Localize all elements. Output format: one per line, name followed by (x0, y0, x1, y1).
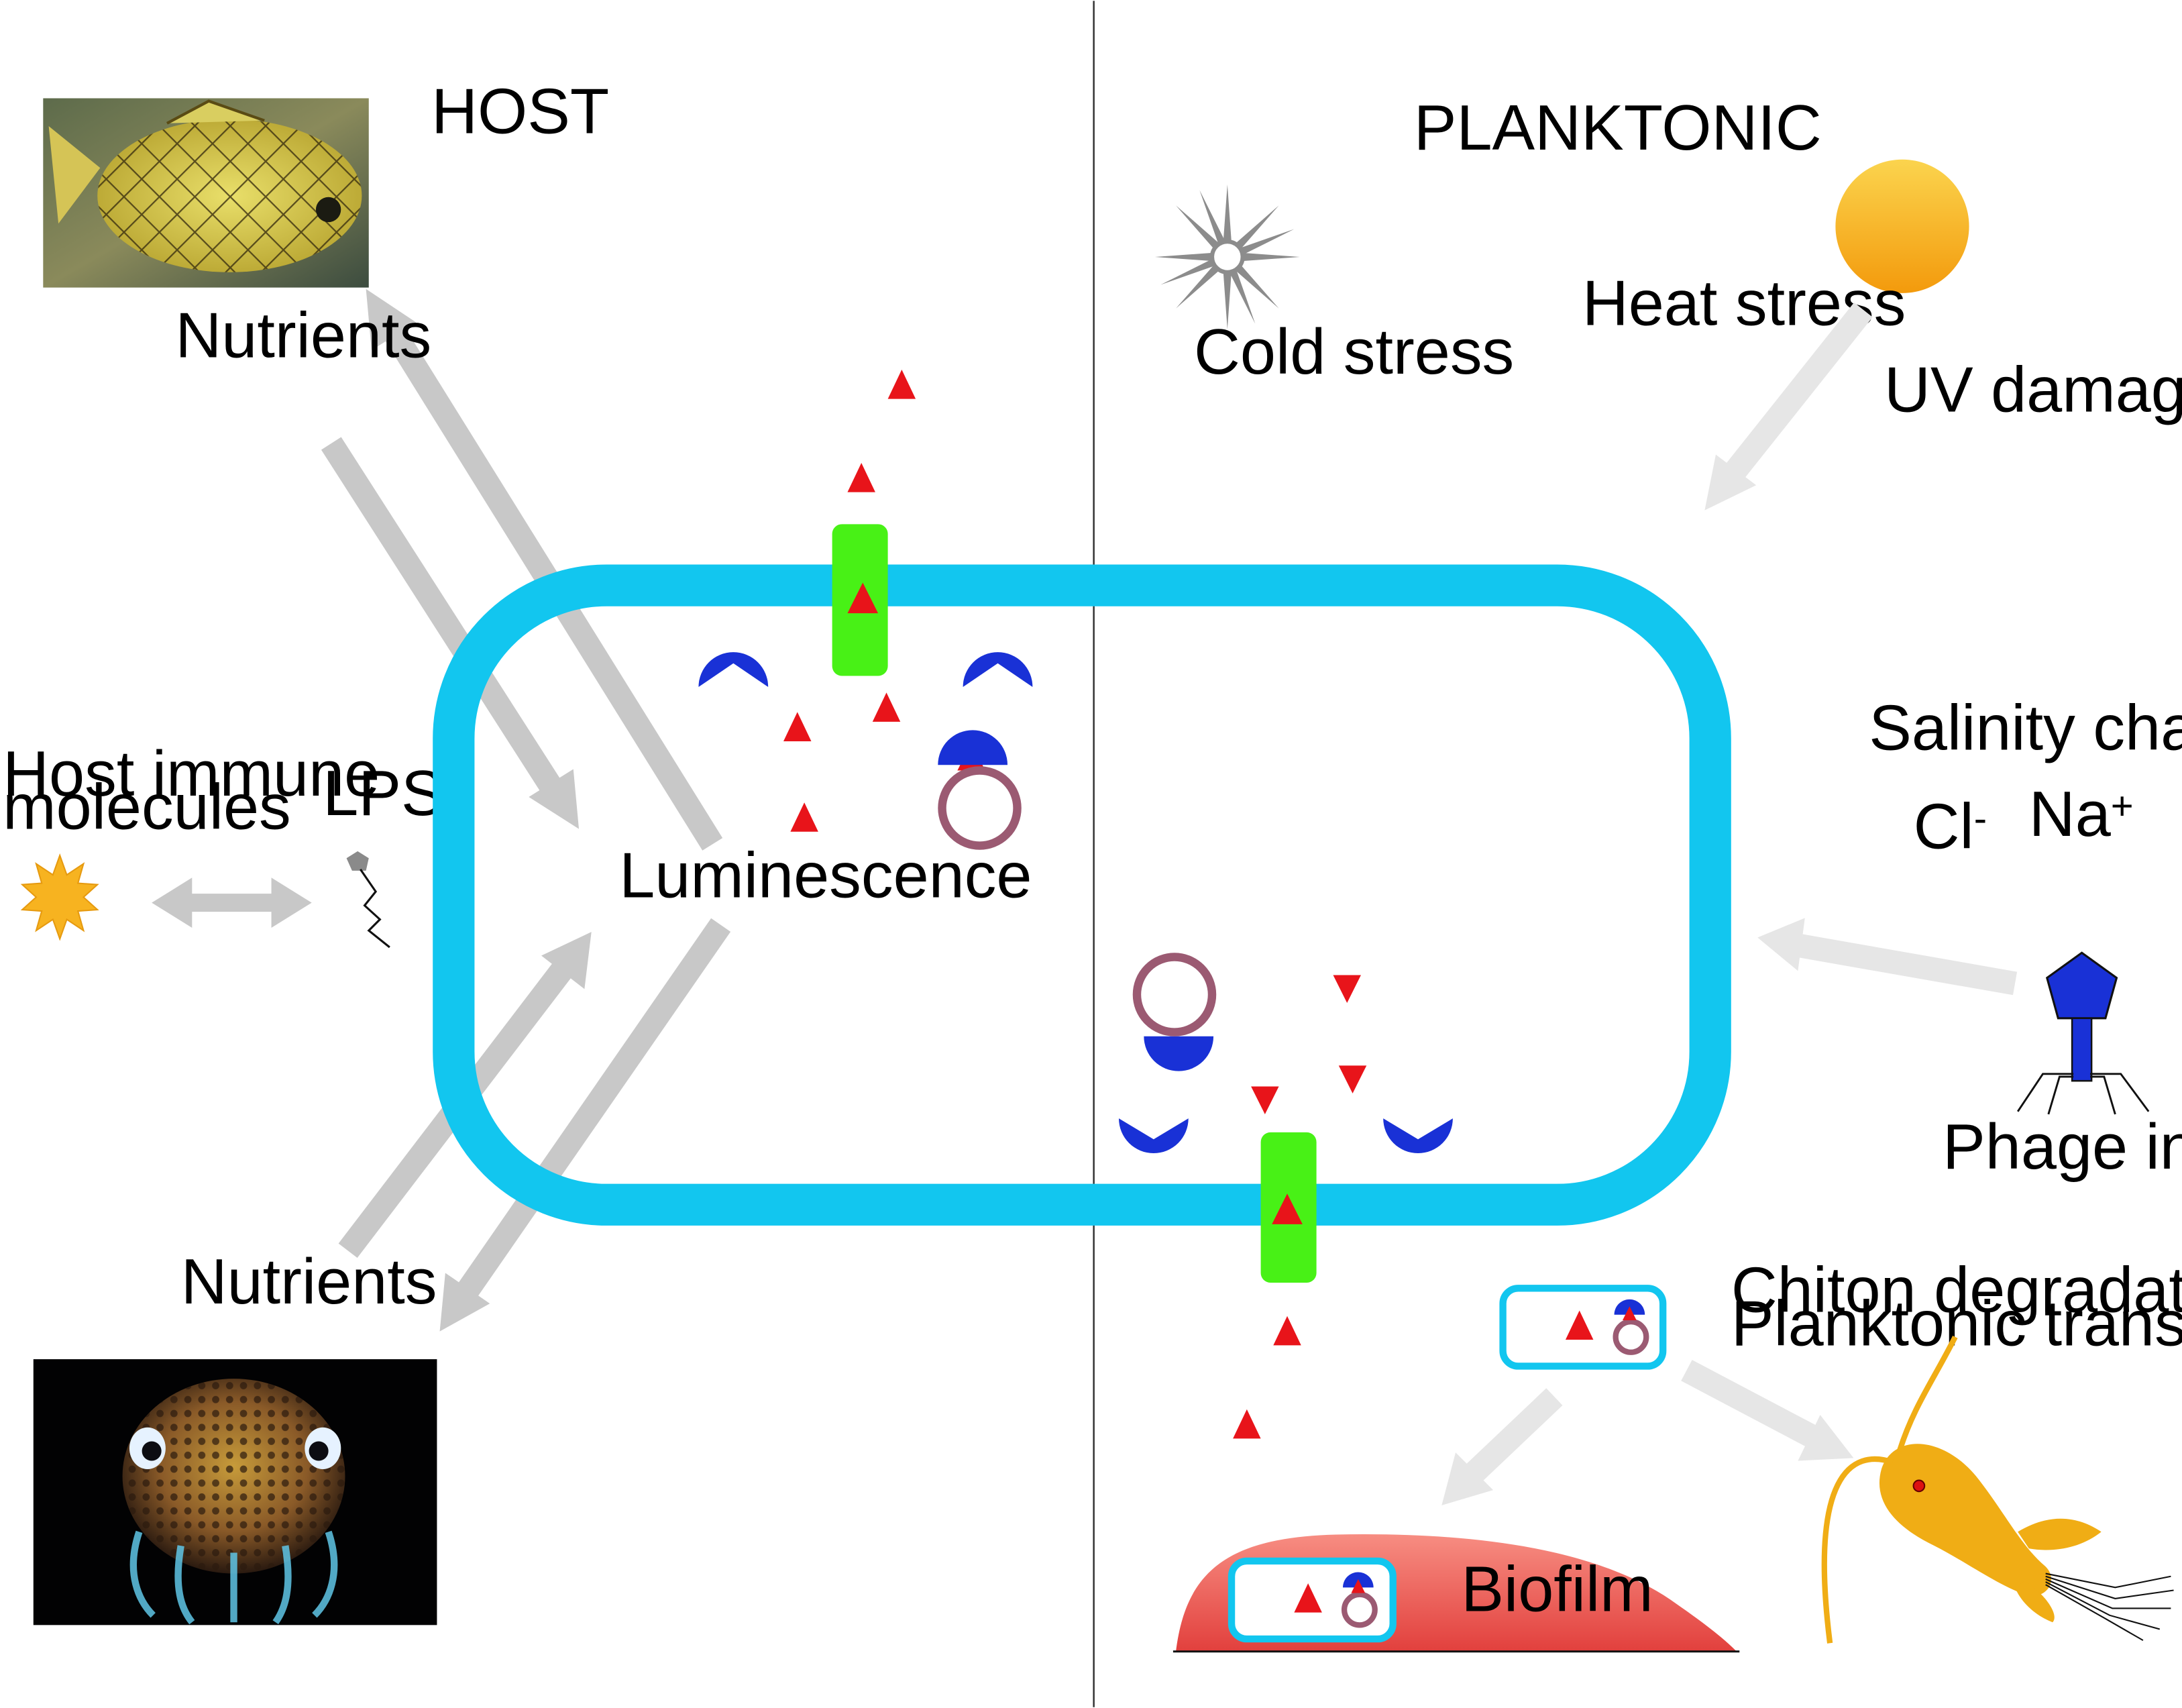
lps-label: LPS (323, 758, 443, 829)
planktonic-arrows (1441, 302, 2018, 1505)
molecule (847, 463, 875, 492)
chiton-label-2: Planktonic transport (1731, 1288, 2182, 1359)
lps-molecule-icon (346, 851, 390, 949)
nutrients-label-bottom: Nutrients (181, 1246, 437, 1318)
small-cell (1499, 1285, 1667, 1370)
copepod-icon (1821, 1336, 2174, 1644)
planktonic-title: PLANKTONIC (1414, 93, 1822, 164)
molecule (1273, 1316, 1301, 1346)
molecule (1338, 1065, 1367, 1093)
immune-lps-double-arrow (152, 877, 312, 928)
fish-photo (43, 98, 369, 288)
host-immune-label-1: Host immune (3, 739, 380, 810)
receptor (938, 730, 1008, 765)
bacteriophage-icon (2016, 951, 2150, 1115)
receptors (698, 652, 1453, 1154)
receptor (698, 652, 769, 688)
chiton-label-1: Chiton degradation/ (1731, 1255, 2182, 1326)
biofilm-label: Biofilm (1461, 1554, 1653, 1625)
salinity-arrow (1757, 918, 2018, 996)
host-title: HOST (431, 76, 609, 147)
molecule (1251, 1086, 1279, 1114)
starburst-icon (20, 853, 99, 941)
ring (938, 766, 1022, 850)
phage-infection-label: Phage infection (1943, 1112, 2182, 1183)
molecule (1233, 1409, 1261, 1439)
receptor (963, 652, 1033, 688)
molecule (783, 712, 812, 741)
molecule (887, 370, 916, 399)
snowflake-icon (1154, 184, 1300, 329)
sodium-charge: + (2111, 784, 2134, 828)
chloride-label: Cl- (1914, 792, 1987, 863)
molecule (790, 802, 818, 832)
receptor (1383, 1118, 1453, 1154)
biofilm (1172, 1534, 1740, 1653)
to-copepod-arrow (1681, 1360, 1854, 1461)
bacterial-cell-wall (433, 564, 1731, 1226)
ring (1132, 953, 1217, 1036)
heat-uv-arrow (1704, 302, 1873, 511)
to-biofilm-arrow (1441, 1388, 1563, 1505)
fish-to-cell-arrow (321, 437, 580, 829)
uv-damage-label: UV damage (1884, 354, 2182, 425)
molecule (1333, 975, 1361, 1003)
cold-stress-label: Cold stress (1194, 317, 1514, 388)
squid-photo (33, 1359, 437, 1625)
receptor (1118, 1118, 1189, 1154)
nutrients-label-top: Nutrients (175, 300, 431, 371)
chloride-charge: - (1974, 797, 1987, 841)
sun-icon (1835, 159, 1969, 293)
host-immune-label-2: molecules (3, 772, 291, 843)
nutrients-to-squid-arrow (439, 918, 731, 1332)
molecule (847, 582, 879, 614)
receptor (1144, 1036, 1214, 1071)
luminescence-label: Luminescence (619, 840, 1032, 911)
sodium-label: Na+ (2029, 779, 2134, 850)
molecule (872, 692, 901, 722)
salinity-label: Salinity challenge (1869, 692, 2182, 763)
molecule (1272, 1193, 1303, 1224)
